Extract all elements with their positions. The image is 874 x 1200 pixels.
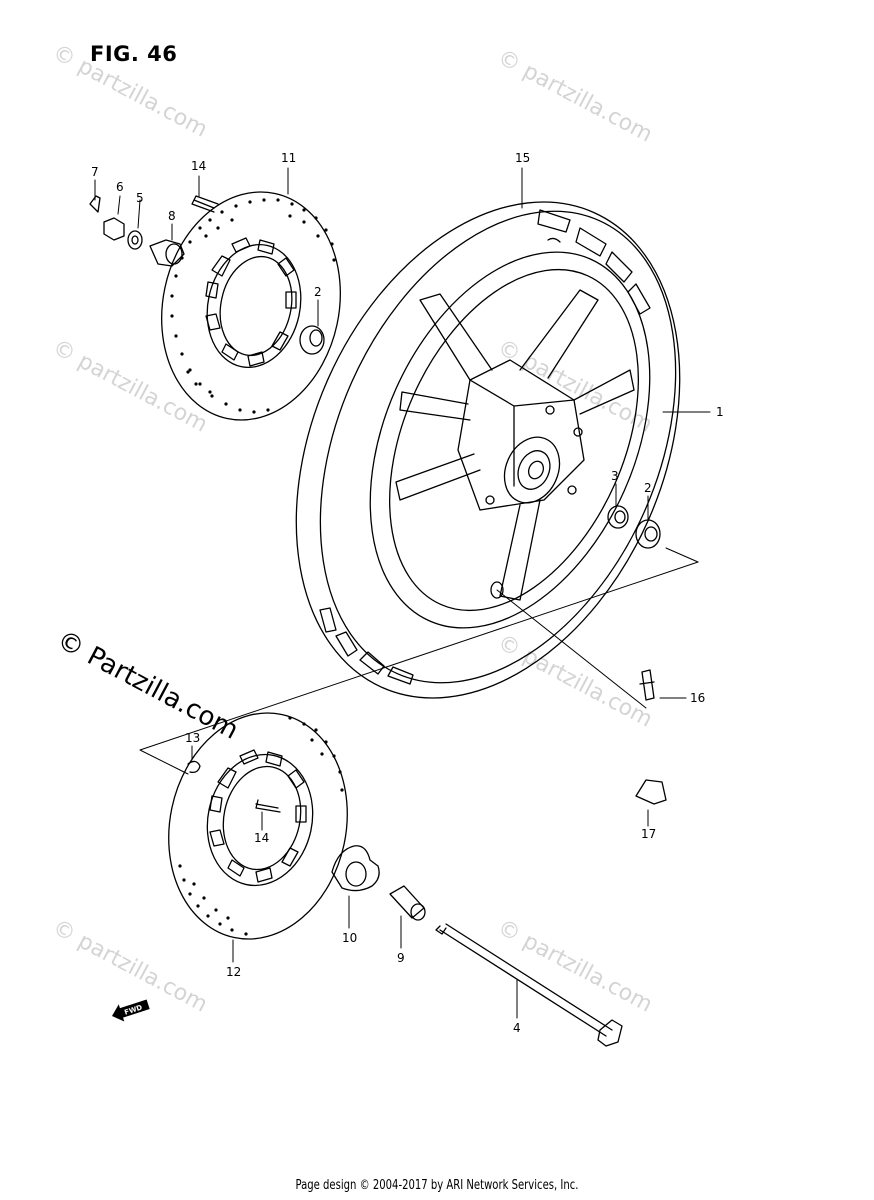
rim-inner: [389, 268, 639, 612]
hub-edge: [469, 379, 575, 407]
front-axle-head: [597, 1019, 623, 1047]
spacer: [607, 505, 629, 529]
callout: 8: [168, 209, 176, 223]
washer: [127, 230, 143, 250]
bearing: [299, 325, 325, 355]
disc-center: [222, 765, 302, 871]
callout: 10: [342, 931, 357, 945]
spoke: [399, 391, 471, 421]
callout: 6: [116, 180, 124, 194]
callout: 14: [191, 159, 206, 173]
wheel-collar-face: [345, 861, 367, 887]
callout: 16: [690, 691, 705, 705]
brake-disc-lower: [168, 712, 348, 940]
spoke: [419, 293, 493, 381]
disc-outer: [161, 191, 341, 421]
spoke: [499, 499, 541, 601]
cotter-pin: [89, 195, 101, 213]
front-axle-tip: [435, 925, 447, 935]
disc-holes-lower: [178, 716, 344, 936]
callout-labels: 7 6 5 8 14 11 2 15 1 3 2 16 17 13 14 10 …: [91, 151, 724, 1035]
tread-block: [319, 607, 337, 633]
callout: 5: [136, 191, 144, 205]
balance-weight: [635, 779, 667, 805]
hub-body: [457, 359, 585, 511]
retaining-clip: [187, 760, 201, 774]
valve-hole: [490, 581, 504, 599]
tire-tread-edge: [319, 210, 677, 684]
callout: 13: [185, 731, 200, 745]
callout: 1: [716, 405, 724, 419]
figure-title: FIG. 46: [90, 42, 178, 66]
tread-block: [627, 283, 651, 315]
axle-nut: [103, 217, 125, 241]
tire-valve: [639, 669, 655, 701]
tire-outer-outline: [295, 201, 681, 699]
callout: 4: [513, 1021, 521, 1035]
wheel-spacer: [389, 885, 425, 919]
tread-block: [335, 631, 358, 657]
collar: [149, 239, 185, 267]
front-axle: [439, 923, 613, 1037]
spoke: [573, 369, 635, 415]
tread-mark: [547, 237, 561, 243]
disc-bolt-hole: [485, 495, 495, 505]
callout: 2: [314, 285, 322, 299]
callout: 3: [611, 469, 619, 483]
wheel-spacer-end: [410, 903, 426, 921]
brake-disc-upper: [161, 191, 341, 421]
disc-bolt: [191, 195, 219, 213]
page-footer: Page design © 2004-2017 by ARI Network S…: [295, 1178, 579, 1193]
spacer-inner: [614, 510, 626, 524]
tread-block: [575, 227, 607, 257]
callout: 9: [397, 951, 405, 965]
disc-slots: [205, 237, 297, 367]
tread-block: [387, 666, 414, 685]
disc-outer: [168, 712, 348, 940]
disc-bolt-hole: [573, 427, 583, 437]
forward-arrow-label: FWD: [123, 1003, 143, 1016]
callout: 14: [254, 831, 269, 845]
disc-center: [219, 255, 293, 357]
washer-hole: [131, 235, 139, 245]
disc-slots: [209, 749, 307, 883]
disc-inner: [206, 753, 314, 887]
forward-arrow-icon: FWD: [112, 999, 150, 1022]
leader-lines: [94, 167, 711, 1019]
front-wheel: [295, 201, 681, 699]
callout: 7: [91, 165, 99, 179]
callout: 15: [515, 151, 530, 165]
callout: 12: [226, 965, 241, 979]
callout: 11: [281, 151, 296, 165]
disc-bolt-hole: [567, 485, 577, 495]
callout: 17: [641, 827, 656, 841]
callout: 2: [644, 481, 652, 495]
tread-block: [359, 651, 385, 675]
spoke: [519, 289, 599, 379]
tread-block: [605, 251, 633, 283]
rim-outer: [369, 251, 651, 629]
hub-bore-inner: [517, 450, 551, 490]
wheel-collar: [331, 845, 380, 892]
disc-holes-upper: [170, 198, 336, 414]
disc-bolt: [255, 799, 281, 813]
tread-block: [537, 209, 571, 233]
bearing-inner: [644, 526, 658, 542]
disc-bolt-hole: [545, 405, 555, 415]
collar-face: [165, 243, 183, 265]
bearing-inner: [309, 329, 323, 347]
hub-bore-outer: [503, 436, 561, 504]
hub-bore-center: [527, 460, 545, 480]
spoke: [395, 453, 481, 501]
